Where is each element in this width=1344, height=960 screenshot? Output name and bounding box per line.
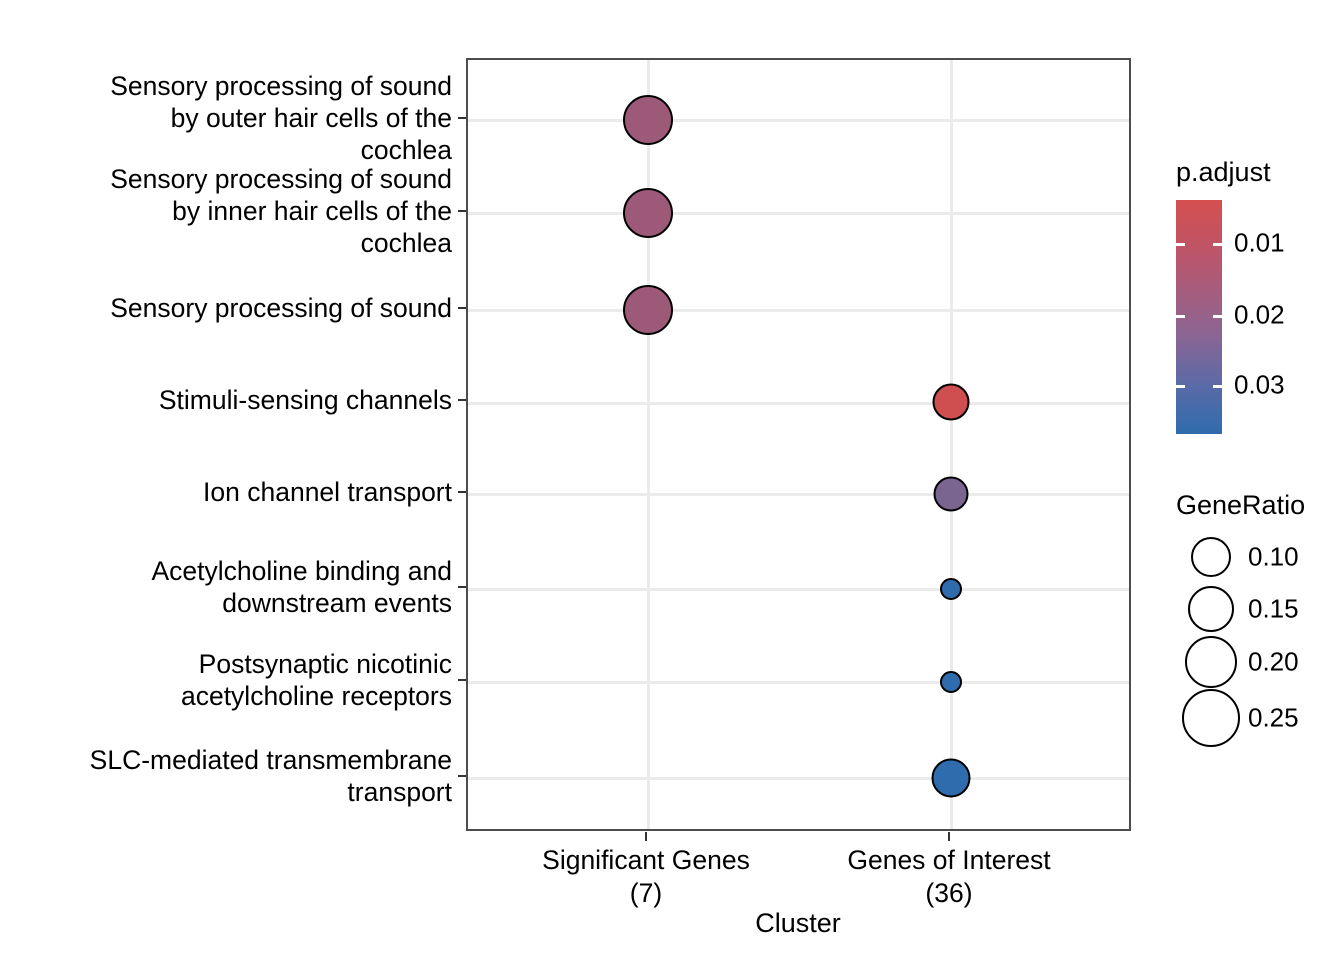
gridline-horizontal — [468, 402, 1129, 405]
data-point-dot[interactable] — [940, 671, 962, 693]
gridline-horizontal — [468, 212, 1129, 215]
color-legend-gradient-bar — [1176, 200, 1222, 434]
y-axis-label: Sensory processing of sound by outer hai… — [110, 71, 452, 165]
y-axis-tick — [458, 210, 466, 212]
y-axis-label: Ion channel transport — [203, 477, 452, 507]
legend-title-p-adjust: p.adjust — [1176, 157, 1271, 187]
data-point-dot[interactable] — [623, 188, 673, 238]
size-legend-label: 0.15 — [1248, 593, 1299, 624]
y-axis-label: SLC-mediated transmembrane transport — [89, 745, 452, 807]
y-axis-label: Postsynaptic nicotinic acetylcholine rec… — [180, 649, 452, 711]
size-legend-label: 0.20 — [1248, 646, 1299, 677]
y-axis-labels: Sensory processing of sound by outer hai… — [0, 58, 466, 831]
data-point-dot[interactable] — [623, 95, 673, 145]
colorbar-tick — [1213, 385, 1222, 388]
x-axis-tick — [645, 832, 647, 841]
y-axis-label: Acetylcholine binding and downstream eve… — [151, 556, 452, 618]
colorbar-tick-label: 0.01 — [1234, 227, 1285, 258]
gridline-vertical — [647, 60, 650, 829]
colorbar-tick-label: 0.03 — [1234, 369, 1285, 400]
size-legend-label: 0.25 — [1248, 702, 1299, 733]
colorbar-tick-label: 0.02 — [1234, 299, 1285, 330]
y-axis-tick — [458, 307, 466, 309]
gridline-vertical — [950, 60, 953, 829]
x-axis-title: Cluster — [755, 908, 841, 938]
size-legend-label: 0.10 — [1248, 541, 1299, 572]
size-legend-circle — [1182, 689, 1240, 747]
gridline-horizontal — [468, 493, 1129, 496]
colorbar-tick — [1213, 315, 1222, 318]
y-axis-tick — [458, 491, 466, 493]
y-axis-tick — [458, 679, 466, 681]
colorbar-tick — [1213, 243, 1222, 246]
data-point-dot[interactable] — [623, 285, 673, 335]
y-axis-tick — [458, 775, 466, 777]
x-axis-label-significant-genes: Significant Genes (7) — [542, 845, 750, 908]
size-legend-circle — [1185, 636, 1237, 688]
legend-title-gene-ratio: GeneRatio — [1176, 490, 1306, 520]
colorbar-tick — [1176, 385, 1185, 388]
size-legend-circle — [1188, 586, 1234, 632]
data-point-dot[interactable] — [931, 758, 971, 798]
plot-panel — [466, 58, 1131, 831]
colorbar-tick — [1176, 315, 1185, 318]
gridline-horizontal — [468, 777, 1129, 780]
gridline-horizontal — [468, 119, 1129, 122]
x-axis-tick — [948, 832, 950, 841]
y-axis-label: Sensory processing of sound by inner hai… — [110, 164, 452, 258]
y-axis-tick — [458, 586, 466, 588]
x-axis-label-genes-of-interest: Genes of Interest (36) — [847, 845, 1051, 908]
colorbar-tick — [1176, 243, 1185, 246]
y-axis-label: Stimuli-sensing channels — [158, 385, 452, 415]
size-legend-circle — [1191, 537, 1231, 577]
gridline-horizontal — [468, 588, 1129, 591]
y-axis-label: Sensory processing of sound — [110, 293, 452, 323]
gridline-horizontal — [468, 681, 1129, 684]
y-axis-tick — [458, 117, 466, 119]
data-point-dot[interactable] — [940, 578, 962, 600]
gridline-horizontal — [468, 309, 1129, 312]
data-point-dot[interactable] — [932, 383, 970, 421]
data-point-dot[interactable] — [933, 476, 969, 512]
y-axis-tick — [458, 399, 466, 401]
